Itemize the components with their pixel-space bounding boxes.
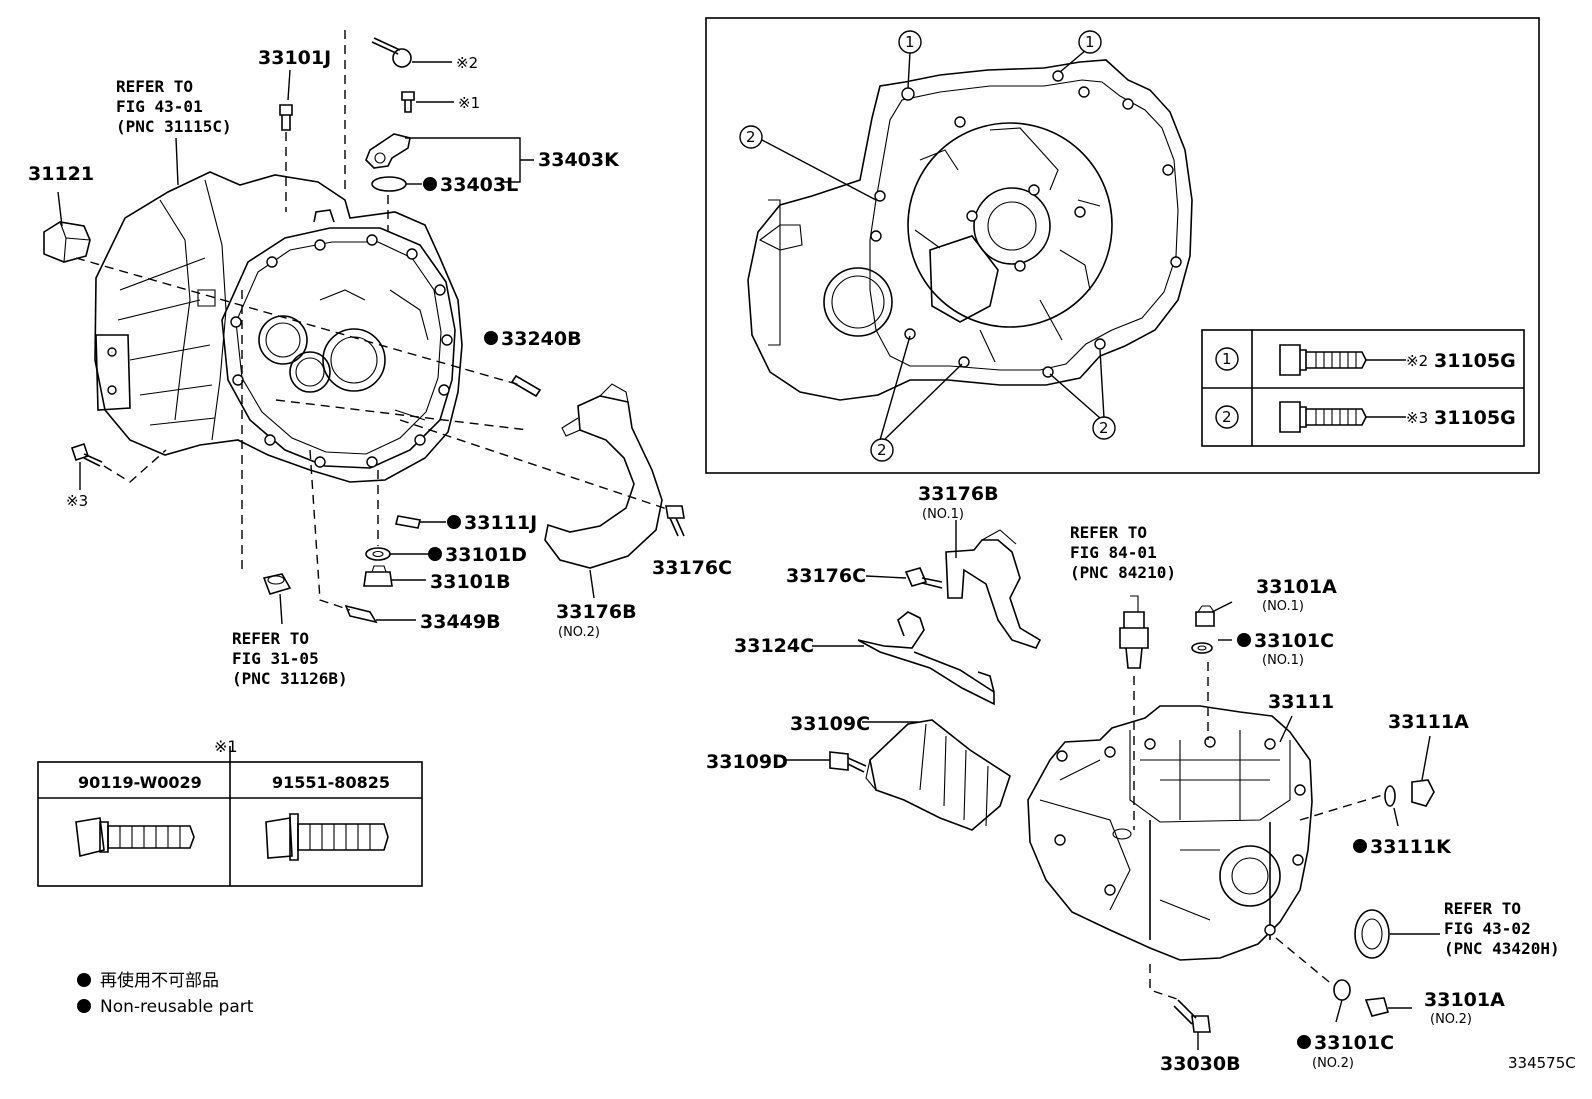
label-33101C-no1: 33101C [1254, 630, 1334, 652]
inset-row2-circle: 2 [1222, 408, 1232, 426]
label-33111: 33111 [1268, 691, 1334, 713]
inset-callout-2c: 2 [1099, 419, 1109, 437]
mount-cushion-drawing [43, 221, 91, 263]
nonreusable-dot-33111K [1353, 839, 1367, 853]
legend-dot-jp [77, 973, 91, 987]
nonreusable-dot-33240B [484, 331, 498, 345]
inset-callout-2b: 2 [877, 441, 887, 459]
nonreusable-dot-33101C-no2 [1297, 1035, 1311, 1049]
speed-sensor-drawing [1119, 595, 1149, 669]
assembly-lines-right [1133, 662, 1387, 1001]
ref-31-05-line2: FIG 31-05 [232, 649, 319, 668]
inset-row1-part: 31105G [1434, 350, 1516, 372]
label-33176B-no1: 33176B [918, 483, 999, 505]
ref-84-01-line3: (PNC 84210) [1070, 563, 1176, 582]
label-33176B-no1-sub: (NO.1) [922, 507, 964, 522]
label-33030B: 33030B [1160, 1053, 1241, 1075]
bolt-table [37, 746, 423, 887]
labels-inset: 1 1 2 2 2 1 2 ※2 31105G ※3 31105G [746, 33, 1516, 459]
label-33111J: 33111J [464, 512, 537, 534]
bracket-no1-drawing [945, 529, 1042, 649]
note-1-top: ※1 [458, 94, 480, 112]
leader-lines-left [57, 61, 595, 625]
inset-panel [705, 17, 1540, 474]
inset-row2-note: ※3 [1406, 409, 1428, 427]
legend-text-en: Non-reusable part [100, 997, 254, 1017]
ref-43-02-line2: FIG 43-02 [1444, 919, 1531, 938]
inset-callout-1a: 1 [905, 33, 915, 51]
label-33101A-no1-sub: (NO.1) [1262, 599, 1304, 614]
transmission-case-drawing [1027, 705, 1313, 961]
leader-lines-right [784, 520, 1440, 1050]
bolt-table-col2: 91551-80825 [272, 773, 390, 792]
inset-row1-circle: 1 [1222, 350, 1232, 368]
ref-84-01-line2: FIG 84-01 [1070, 543, 1157, 562]
label-33111A: 33111A [1388, 711, 1469, 733]
ref-31-05-line1: REFER TO [232, 629, 309, 648]
label-33403K: 33403K [538, 149, 620, 171]
ref-43-02-line1: REFER TO [1444, 899, 1521, 918]
housing-cover-no2-drawing [544, 383, 663, 569]
label-33101J: 33101J [258, 47, 331, 69]
legend: 再使用不可部品 Non-reusable part [77, 970, 254, 1017]
label-31121: 31121 [28, 163, 94, 185]
bolt-table-labels: ※1 90119-W0029 91551-80825 [78, 737, 390, 792]
small-parts-left [70, 37, 685, 624]
label-33240B: 33240B [501, 328, 582, 350]
label-33176B-no2: 33176B [556, 601, 637, 623]
note-3-left: ※3 [66, 492, 88, 510]
ref-84-01-line1: REFER TO [1070, 523, 1147, 542]
cover-33109C-drawing [865, 719, 1011, 831]
assembly-lines-left [75, 30, 671, 611]
ref-31-05-line3: (PNC 31126B) [232, 669, 348, 688]
transaxle-housing-drawing [94, 171, 463, 483]
small-parts-right [829, 567, 1435, 1033]
label-33109D: 33109D [706, 751, 788, 773]
note-2-top: ※2 [456, 54, 478, 72]
label-33176C-right: 33176C [786, 565, 866, 587]
diagram-id: 334575C [1508, 1054, 1576, 1072]
labels-left: 31121 REFER TO FIG 43-01 (PNC 31115C) 33… [28, 47, 732, 688]
inset-callout-2a: 2 [746, 128, 756, 146]
nonreusable-dot-33111J [447, 515, 461, 529]
ref-43-01-line1: REFER TO [116, 77, 193, 96]
inset-row2-part: 31105G [1434, 407, 1516, 429]
label-33101B: 33101B [430, 571, 511, 593]
label-33124C: 33124C [734, 635, 814, 657]
label-33403L: 33403L [440, 174, 518, 196]
label-33109C: 33109C [790, 713, 870, 735]
label-33101C-no2: 33101C [1314, 1032, 1394, 1054]
bolt-table-col1: 90119-W0029 [78, 773, 202, 792]
label-33101A-no1: 33101A [1256, 576, 1337, 598]
nonreusable-dot-33101C-no1 [1237, 633, 1251, 647]
legend-dot-en [77, 999, 91, 1013]
label-33176C-left: 33176C [652, 557, 732, 579]
ref-43-01-line3: (PNC 31115C) [116, 117, 232, 136]
label-33101C-no1-sub: (NO.1) [1262, 653, 1304, 668]
ref-43-01-line2: FIG 43-01 [116, 97, 203, 116]
nonreusable-dot-33101D [428, 547, 442, 561]
label-33101C-no2-sub: (NO.2) [1312, 1056, 1354, 1071]
label-33101D: 33101D [445, 544, 527, 566]
label-33101A-no2-sub: (NO.2) [1430, 1012, 1472, 1027]
bolt-table-title: ※1 [214, 737, 238, 756]
label-33176B-no2-sub: (NO.2) [558, 625, 600, 640]
nonreusable-dot-33403L [423, 177, 437, 191]
label-33111K: 33111K [1370, 836, 1452, 858]
inset-row1-note: ※2 [1406, 352, 1428, 370]
inset-callout-1b: 1 [1085, 33, 1095, 51]
label-33449B: 33449B [420, 611, 501, 633]
bracket-33124C-drawing [857, 611, 995, 706]
labels-right: 33176B (NO.1) 33176C 33124C 33109C 33109… [706, 483, 1576, 1075]
legend-text-jp: 再使用不可部品 [100, 970, 219, 991]
ref-43-02-line3: (PNC 43420H) [1444, 939, 1560, 958]
label-33101A-no2: 33101A [1424, 989, 1505, 1011]
